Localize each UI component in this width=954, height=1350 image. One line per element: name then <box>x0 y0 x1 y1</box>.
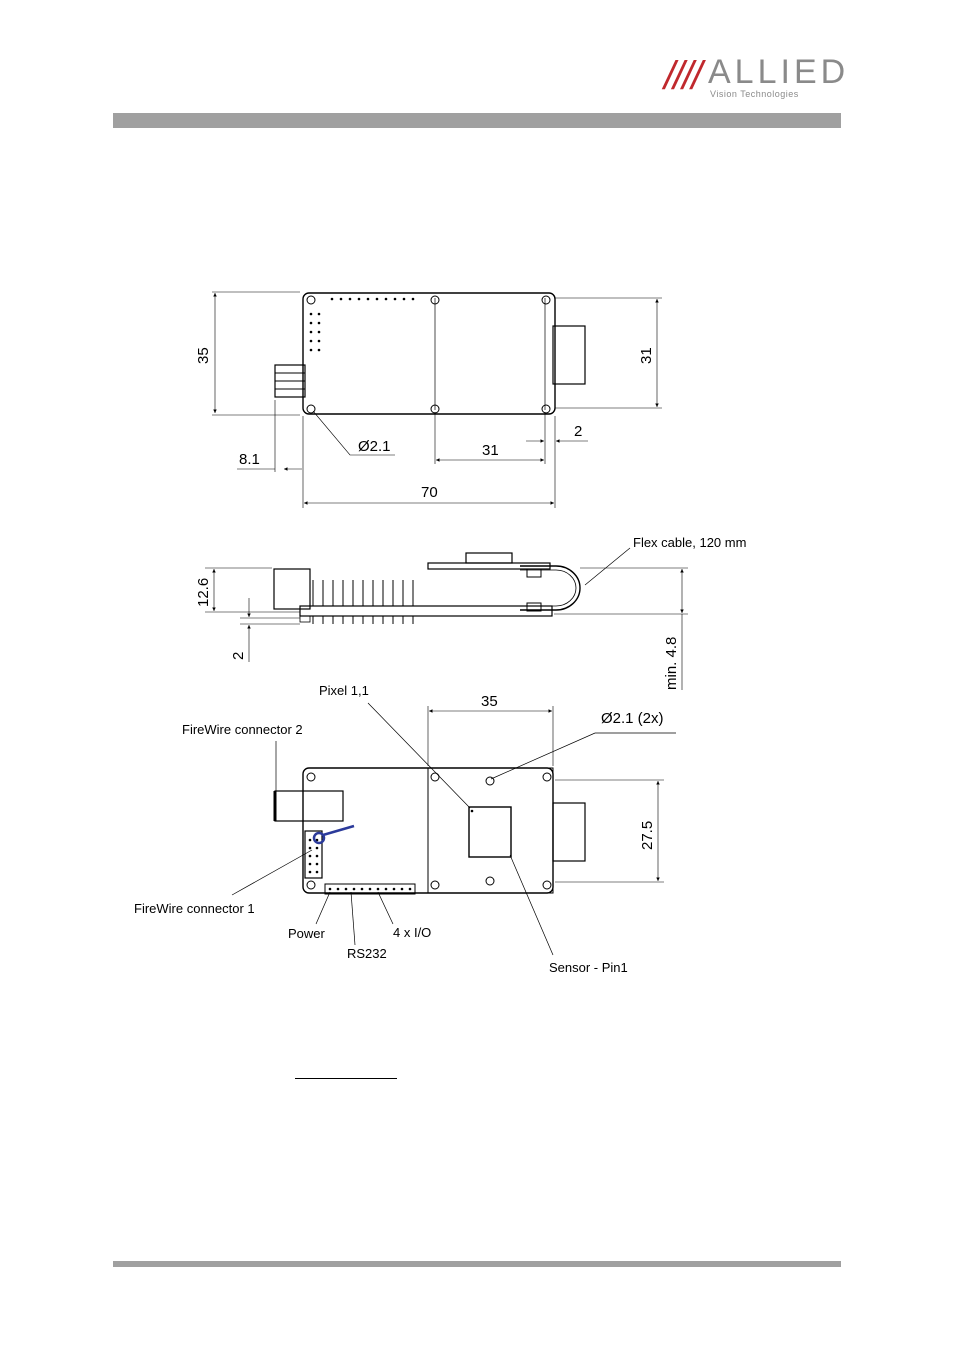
holes-label: Ø2.1 (2x) <box>601 710 664 727</box>
lens-mount-bottom <box>553 803 585 861</box>
pin-rows <box>313 580 413 624</box>
bottom-view-labels: Pixel 1,1 35 Ø2.1 (2x) FireWire connecto… <box>134 683 664 975</box>
dim-31-bottom: 31 <box>482 442 499 459</box>
top-view <box>212 292 662 508</box>
rs232-label: RS232 <box>347 946 387 961</box>
dim-12-6: 12.6 <box>195 578 212 607</box>
mounting-hole-bottom <box>307 773 551 889</box>
io-label: 4 x I/O <box>393 925 431 940</box>
power-label: Power <box>288 926 326 941</box>
dim-35-left: 35 <box>195 347 212 364</box>
dim-8-1: 8.1 <box>239 451 260 468</box>
dim-27-5: 27.5 <box>639 821 656 850</box>
dim-70: 70 <box>421 484 438 501</box>
side-view <box>205 548 688 690</box>
dim-min-4-8: min. 4.8 <box>663 637 680 690</box>
firewire2-label: FireWire connector 2 <box>182 722 303 737</box>
dim-2: 2 <box>574 423 582 440</box>
hole-diameter-label: Ø2.1 <box>358 438 391 455</box>
footer-bar <box>113 1261 841 1267</box>
connector-pins-bottom <box>309 810 474 891</box>
firewire-connector-2 <box>275 791 343 821</box>
sensor-board-outline <box>428 768 553 893</box>
text-underline <box>295 1078 397 1079</box>
sensor-pin1-label: Sensor - Pin1 <box>549 960 628 975</box>
dim-31-right: 31 <box>638 347 655 364</box>
top-view-labels: 35 31 Ø2.1 8.1 31 2 70 <box>195 347 655 501</box>
mounting-hole <box>307 296 550 413</box>
base-board-side <box>300 606 552 616</box>
sensor-chip-side <box>466 553 512 563</box>
pixel-label: Pixel 1,1 <box>319 683 369 698</box>
flex-cable-label: Flex cable, 120 mm <box>633 535 746 550</box>
dim-35-bottom-view: 35 <box>481 693 498 710</box>
pin-header-dots <box>310 298 415 352</box>
bottom-view <box>232 703 676 955</box>
side-view-labels: Flex cable, 120 mm 12.6 2 min. 4.8 <box>195 535 746 690</box>
lens-mount-block <box>553 326 585 384</box>
dim-2-base: 2 <box>230 652 247 660</box>
sensor-chip <box>469 807 511 857</box>
firewire1-label: FireWire connector 1 <box>134 901 255 916</box>
firewire-connector-side <box>274 569 310 609</box>
board-outline <box>303 293 555 414</box>
